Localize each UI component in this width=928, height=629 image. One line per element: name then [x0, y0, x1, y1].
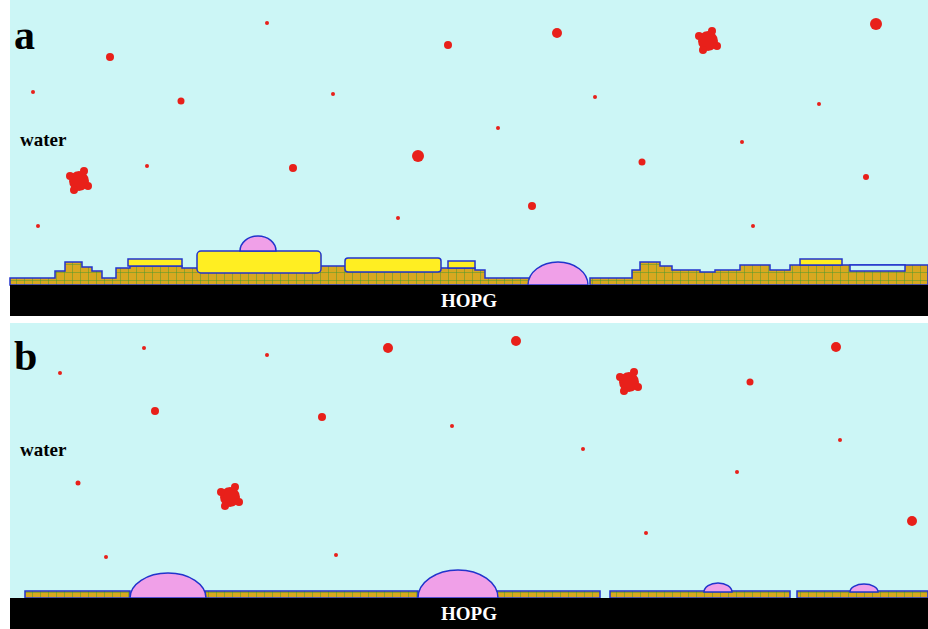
monolayer — [497, 591, 600, 598]
yellow-layer — [345, 258, 441, 272]
nanodroplet — [528, 262, 588, 285]
layered-film — [590, 262, 928, 285]
yellow-layer — [800, 259, 842, 265]
monolayer — [25, 591, 130, 598]
substrate-band: HOPG — [10, 285, 928, 316]
nanobubble — [418, 570, 498, 598]
panel-letter: b — [14, 335, 37, 377]
yellow-layer — [197, 251, 321, 273]
monolayer — [205, 591, 418, 598]
substrate-label: HOPG — [441, 290, 497, 312]
yellow-layer — [850, 265, 905, 271]
nanobubble — [850, 584, 878, 592]
panel-letter: a — [14, 14, 35, 56]
water-region — [10, 0, 928, 285]
yellow-layer — [128, 259, 182, 266]
yellow-layer — [448, 261, 475, 268]
water-region — [10, 323, 928, 598]
nanobubble — [704, 583, 732, 592]
medium-label: water — [20, 440, 66, 459]
monolayer — [610, 591, 790, 598]
substrate-label: HOPG — [441, 603, 497, 625]
medium-label: water — [20, 130, 66, 149]
nanodroplet — [240, 236, 276, 251]
nanobubble — [130, 573, 206, 598]
substrate-band: HOPG — [10, 598, 928, 629]
